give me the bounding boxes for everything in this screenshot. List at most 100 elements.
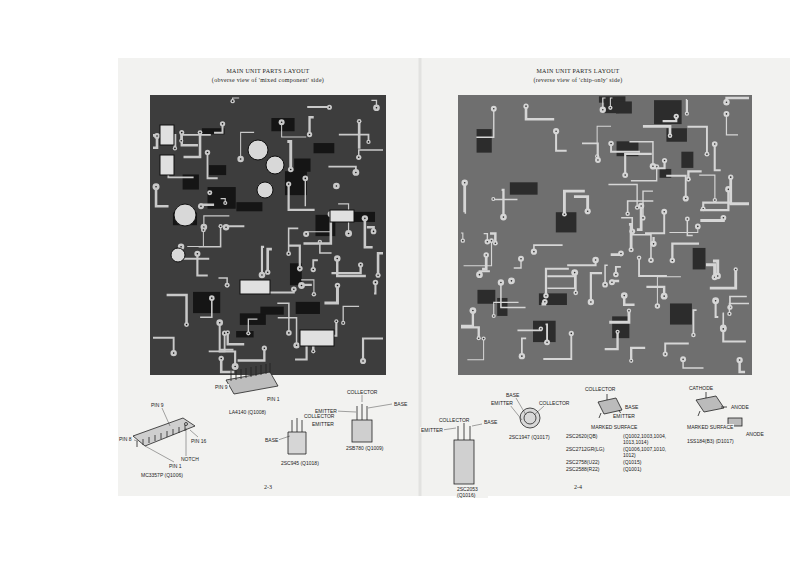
- trace: [710, 269, 736, 288]
- pad: [173, 146, 177, 150]
- component-outline: [300, 330, 334, 346]
- hole: [305, 233, 307, 235]
- pad: [686, 177, 691, 182]
- hole: [261, 274, 263, 276]
- pad: [360, 358, 366, 364]
- hole: [336, 258, 338, 260]
- component-outline: [257, 182, 273, 198]
- hole: [232, 100, 234, 102]
- label-text: ANODE: [745, 431, 765, 437]
- pad: [297, 266, 303, 272]
- hole: [248, 333, 250, 335]
- trace: [629, 224, 631, 249]
- copper-area: [539, 293, 567, 305]
- trace: [303, 214, 330, 243]
- transistor-leads: [357, 404, 367, 420]
- hole: [368, 141, 370, 143]
- to92-body: [288, 432, 306, 454]
- trace: [534, 245, 563, 252]
- trace: [643, 191, 653, 218]
- pad: [569, 331, 574, 336]
- hole: [617, 331, 619, 333]
- can-rim: [524, 412, 536, 424]
- hole: [715, 300, 717, 302]
- hole: [288, 183, 290, 185]
- trace: [730, 297, 747, 308]
- copper-area: [670, 303, 692, 324]
- pad: [371, 229, 377, 235]
- pad: [736, 357, 742, 363]
- copper-area: [290, 263, 302, 285]
- hole: [462, 240, 464, 242]
- transistor-body: [454, 440, 474, 484]
- pad: [376, 273, 381, 278]
- trace: [526, 106, 554, 119]
- pad: [542, 299, 548, 305]
- trace: [729, 303, 749, 313]
- pad: [286, 330, 292, 336]
- copper-area: [612, 316, 629, 338]
- pad: [341, 321, 345, 325]
- copper-area: [681, 152, 693, 168]
- diode-leads: [698, 392, 727, 416]
- pad: [223, 224, 229, 230]
- trace: [301, 280, 314, 294]
- trace: [657, 277, 680, 306]
- copper-area: [654, 100, 682, 124]
- trace: [546, 269, 569, 296]
- label-text: PIN 9: [150, 402, 165, 408]
- hole: [377, 274, 379, 276]
- label-text: 2SC945 (Q1018): [280, 460, 320, 466]
- hole: [575, 292, 577, 294]
- trace: [467, 339, 483, 360]
- pad: [723, 111, 729, 117]
- pad: [477, 336, 481, 340]
- trace: [476, 109, 493, 137]
- metal-can-body: [520, 408, 540, 428]
- hole: [730, 176, 732, 178]
- trace: [625, 154, 652, 175]
- hole: [224, 332, 226, 334]
- pad: [585, 208, 591, 214]
- hole: [675, 116, 677, 118]
- label-text: EMITTER: [490, 400, 514, 406]
- hole: [664, 353, 666, 355]
- pad: [311, 349, 315, 353]
- hole: [669, 135, 671, 137]
- label-text: COLLECTOR: [438, 417, 470, 423]
- hole: [362, 360, 364, 362]
- to126-body: [352, 420, 372, 442]
- hole: [199, 132, 201, 134]
- label-text: MAIN UNIT PARTS LAYOUT: [225, 68, 310, 75]
- hole: [650, 259, 652, 261]
- label-text: COLLECTOR: [346, 389, 378, 395]
- pad: [650, 241, 656, 247]
- trace: [629, 142, 653, 166]
- trace: [207, 153, 217, 179]
- pad: [637, 256, 642, 261]
- hole: [493, 108, 495, 110]
- hole: [624, 174, 626, 176]
- hole: [293, 288, 295, 290]
- label-text: ANODE: [730, 404, 750, 410]
- copper-area: [314, 143, 335, 153]
- trace: [339, 135, 369, 142]
- trace: [700, 189, 728, 210]
- trace: [567, 260, 595, 265]
- pad: [629, 359, 633, 363]
- component-outline: [171, 248, 185, 262]
- hole: [305, 178, 307, 180]
- hole: [264, 347, 266, 349]
- pad: [232, 363, 239, 370]
- pad: [704, 152, 709, 157]
- hole: [630, 360, 632, 362]
- hole: [628, 310, 630, 312]
- pad: [629, 247, 634, 252]
- hole: [180, 246, 182, 248]
- hole: [587, 210, 589, 212]
- trace: [639, 258, 667, 276]
- pcb-board: [150, 95, 386, 375]
- hole: [492, 198, 494, 200]
- trace: [699, 175, 715, 200]
- hole: [186, 324, 188, 326]
